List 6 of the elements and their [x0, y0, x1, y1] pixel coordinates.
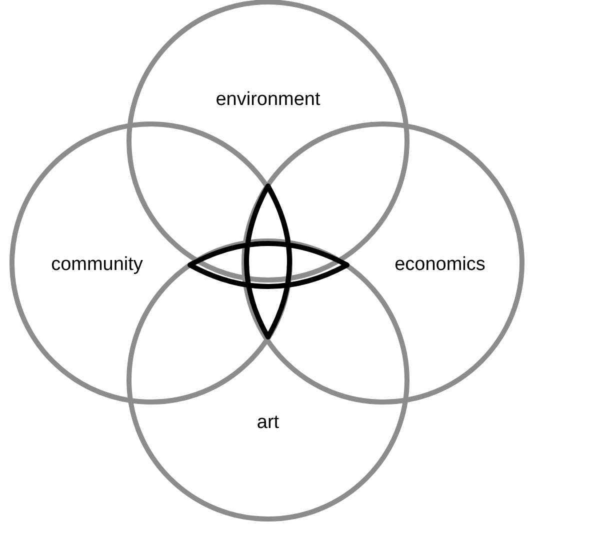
venn-circle [9, 121, 293, 405]
circle-label: art [256, 412, 280, 434]
circle-label: economics [394, 254, 486, 276]
circle-label: community [51, 254, 143, 276]
venn-circle [241, 121, 525, 405]
circle-label: environment [216, 89, 320, 111]
